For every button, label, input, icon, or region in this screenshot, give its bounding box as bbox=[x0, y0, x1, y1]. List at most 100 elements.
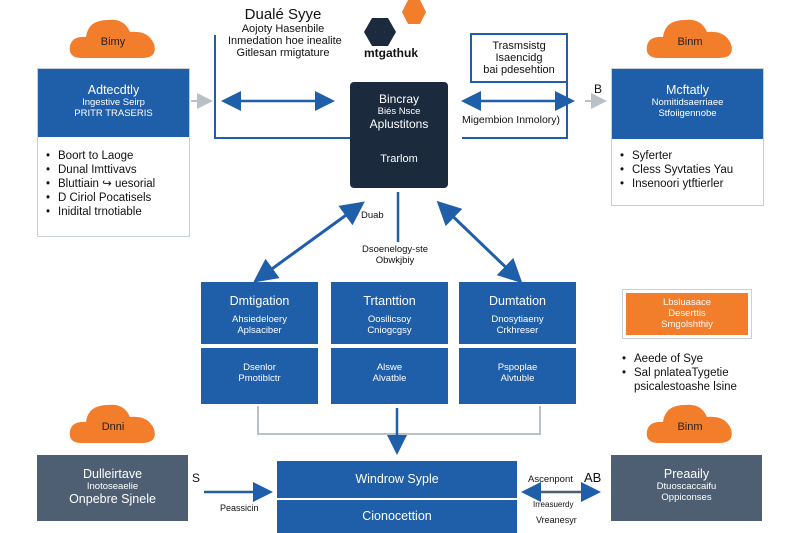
mid-box-lower: Alvatble bbox=[372, 373, 407, 384]
mid-box-title: Dmtigation bbox=[229, 294, 290, 308]
mid-box-lower: Alswe bbox=[376, 362, 403, 373]
list-item: •Cless Syvtaties Yau bbox=[620, 164, 734, 176]
label-pessicdion: Peassicin bbox=[220, 503, 259, 513]
mid-box-top: Dmtigation Ahsiedeloery Aplsaciber bbox=[201, 282, 318, 344]
center-subtitle: Aplustitons bbox=[369, 117, 429, 131]
bottom-right-line: Oppiconses bbox=[661, 492, 712, 503]
center-note: Dsoenelogy-ste Obwkjbiy bbox=[360, 244, 430, 266]
list-item: •Aeede of Sye bbox=[622, 353, 704, 365]
mid-box-lower: Pspoplae bbox=[497, 362, 538, 373]
mid-box-title: Trtanttion bbox=[363, 294, 416, 308]
bottom-center-bottom: Cionocettion bbox=[362, 509, 432, 523]
list-item: •Sal pnlateaTygetie bbox=[622, 367, 729, 379]
left-panel: Adtecdtly Ingestive Seirp PRITR TRASERIS… bbox=[37, 68, 190, 237]
list-item: •Bluttiain ↪ uesorial bbox=[46, 178, 156, 190]
mid-box-2: Trtanttion Oosilicsoy Cniogcgsy Alswe Al… bbox=[331, 282, 448, 404]
bottom-right-line: Preaaily bbox=[663, 467, 710, 481]
bottom-center-top: Windrow Syple bbox=[277, 461, 517, 500]
cloud-label: Binm bbox=[677, 36, 703, 48]
cloud-label: Bimy bbox=[100, 36, 126, 48]
list-item: •Syferter bbox=[620, 150, 673, 162]
list-item: •Insenoori ytftierler bbox=[620, 178, 724, 190]
arrow-center-left-box bbox=[253, 201, 365, 283]
list-item: •Boort to Laoge bbox=[46, 150, 134, 162]
center-note-line: Obwkjbiy bbox=[375, 255, 415, 266]
orange-box-line: Lbsluasace bbox=[662, 297, 712, 308]
header-title: Dualé Syye bbox=[244, 6, 322, 23]
bottom-left-line: Dulleirtave bbox=[82, 467, 143, 481]
list-item: •Inidital trnotiable bbox=[46, 206, 142, 218]
mid-box-lower: Dsenlor bbox=[243, 362, 276, 373]
mid-box-1: Dmtigation Ahsiedeloery Aplsaciber Dsenl… bbox=[201, 282, 318, 404]
bottom-left-line: Inotoseaelie bbox=[86, 481, 139, 492]
logo-text: mtgathuk bbox=[364, 46, 418, 60]
note-line: Isaencidg bbox=[495, 52, 543, 64]
mid-box-bottom: Alswe Alvatble bbox=[331, 348, 448, 404]
list-item: psicalestoashe lsine bbox=[634, 381, 737, 393]
left-panel-title: Adtecdtly bbox=[87, 83, 140, 97]
mid-box-bottom: Dsenlor Pmotiblctr bbox=[201, 348, 318, 404]
header-block: Dualé Syye Aojoty Hasenbile Inmedation h… bbox=[228, 6, 342, 59]
cloud-label: Binm bbox=[677, 421, 703, 433]
left-panel-header: Adtecdtly Ingestive Seirp PRITR TRASERIS bbox=[38, 69, 189, 137]
b-marker: B bbox=[594, 82, 603, 96]
logo: mtgathuk bbox=[360, 0, 440, 62]
mid-box-sub: Aplsaciber bbox=[237, 325, 282, 336]
orange-box-line: Deserttis bbox=[668, 308, 706, 319]
top-right-note: Trasmsistg Isaencidg bai pdesehtion bbox=[470, 33, 568, 83]
orange-box: Lbsluasace Deserttis Smgolshthiy bbox=[626, 293, 748, 335]
orange-box-line: Smgolshthiy bbox=[661, 319, 713, 330]
header-line: Inmedation hoe inealite bbox=[228, 35, 342, 47]
mid-box-lower: Pmotiblctr bbox=[238, 373, 281, 384]
center-title: Bincray bbox=[378, 92, 419, 106]
label-ab: AB bbox=[584, 470, 602, 485]
cloud-icon bbox=[646, 19, 732, 58]
collector-bracket bbox=[257, 406, 541, 435]
bottom-center-node: Windrow Syple Cionocettion bbox=[277, 461, 517, 533]
header-line: Gitlesan rmigtature bbox=[236, 47, 330, 59]
mid-box-bottom: Pspoplae Alvtuble bbox=[459, 348, 576, 404]
note-line: bai pdesehtion bbox=[483, 64, 555, 76]
right-list: •Aeede of Sye •Sal pnlateaTygetie psical… bbox=[622, 352, 737, 394]
note-line: Trasmsistg bbox=[492, 40, 546, 52]
right-panel-sub: Stfoiigennobe bbox=[658, 108, 717, 119]
cloud-top-left: Bimy bbox=[68, 12, 158, 60]
header-line: Aojoty Hasenbile bbox=[241, 23, 325, 35]
bottom-left-node: Dulleirtave Inotoseaelie Onpebre Sjnele bbox=[37, 455, 188, 521]
header-bracket bbox=[214, 35, 350, 139]
right-panel-title: Mcftatly bbox=[665, 83, 710, 97]
bottom-right-node: Preaaily Dtuoscaccaifu Oppiconses bbox=[611, 455, 762, 521]
orange-box-frame: Lbsluasace Deserttis Smgolshthiy bbox=[622, 289, 752, 339]
label-sub-b: Vreanesyr bbox=[536, 515, 577, 525]
mid-box-top: Trtanttion Oosilicsoy Cniogcgsy bbox=[331, 282, 448, 344]
mid-box-sub: Oosilicsoy bbox=[367, 314, 412, 325]
center-footer: Trarlom bbox=[380, 153, 418, 165]
list-item: •D Ciriol Pocatisels bbox=[46, 192, 152, 204]
left-panel-sub: PRITR TRASERIS bbox=[74, 108, 153, 119]
cloud-icon bbox=[646, 404, 732, 443]
center-node: Bincray Biés Nsce Aplustitons Trarlom bbox=[350, 82, 448, 188]
right-panel-sub: Nomitidsaerriaee bbox=[651, 97, 724, 108]
mid-box-sub: Ahsiedeloery bbox=[232, 314, 287, 325]
cloud-icon bbox=[69, 404, 155, 443]
mid-box-3: Dumtation Dnosytiaeny Crkhreser Pspoplae… bbox=[459, 282, 576, 404]
list-item: •Dunal Imttivavs bbox=[46, 164, 137, 176]
left-panel-list: •Boort to Laoge •Dunal Imttivavs •Blutti… bbox=[38, 137, 189, 219]
bottom-right-line: Dtuoscaccaifu bbox=[656, 481, 717, 492]
right-panel: Mcftatly Nomitidsaerriaee Stfoiigennobe … bbox=[611, 68, 764, 206]
cloud-bottom-left: Dnni bbox=[68, 397, 158, 445]
mid-box-title: Dumtation bbox=[489, 294, 546, 308]
cloud-bottom-right: Binm bbox=[645, 397, 735, 445]
mid-box-sub: Cniogcgsy bbox=[367, 325, 412, 336]
label-s: S bbox=[192, 471, 201, 485]
label-ascenpont: Ascenpont bbox=[528, 474, 573, 485]
right-panel-list: •Syferter •Cless Syvtaties Yau •Insenoor… bbox=[612, 139, 763, 191]
label-sub-a: Irreasuerdy bbox=[533, 500, 574, 509]
mid-box-lower: Alvtuble bbox=[500, 373, 535, 384]
left-panel-sub: Ingestive Seirp bbox=[82, 97, 145, 108]
center-title-sub: Biés Nsce bbox=[377, 106, 421, 117]
right-panel-header: Mcftatly Nomitidsaerriaee Stfoiigennobe bbox=[612, 69, 763, 139]
mid-box-sub: Dnosytiaeny bbox=[491, 314, 544, 325]
bottom-left-line: Onpebre Sjnele bbox=[69, 492, 156, 506]
center-note-line: Dsoenelogy-ste bbox=[361, 244, 428, 255]
